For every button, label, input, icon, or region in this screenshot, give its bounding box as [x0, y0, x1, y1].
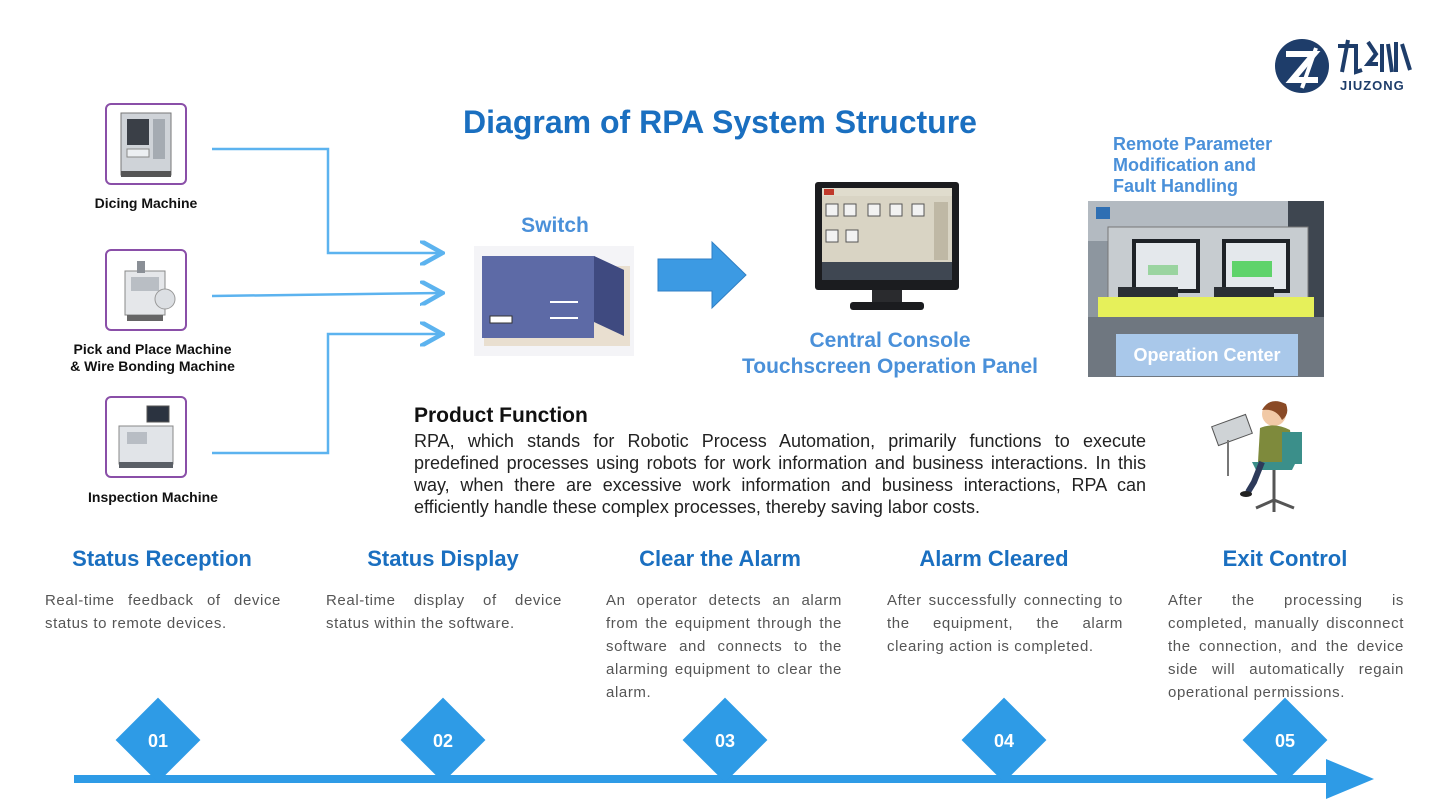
- pick-place-machine-icon: [124, 261, 176, 321]
- switch-to-console-arrow: [657, 240, 747, 310]
- dicing-machine-image: [105, 103, 187, 185]
- remote-label-line-3: Fault Handling: [1113, 176, 1238, 196]
- step-01-number: 01: [147, 731, 169, 751]
- operator-illustration: [1208, 396, 1318, 522]
- connector-lines: [211, 147, 747, 455]
- switch-label: Switch: [521, 214, 589, 237]
- step-04-title: Alarm Cleared: [919, 546, 1069, 571]
- operation-center-photo: [1088, 201, 1324, 377]
- dicing-machine-icon: [120, 112, 172, 177]
- connector-dicing: [212, 147, 440, 253]
- step-01-title: Status Reception: [72, 546, 252, 571]
- step-04-desc: After successfully connecting to the equ…: [887, 592, 1123, 655]
- inspection-machine-image: [105, 396, 187, 478]
- remote-label-line-2: Modification and: [1113, 155, 1256, 175]
- product-function-body: RPA, which stands for Robotic Process Au…: [414, 431, 1146, 517]
- step-02-desc: Real-time display of device status withi…: [326, 592, 562, 632]
- step-02-number: 02: [432, 731, 454, 751]
- inspection-machine-icon: [118, 405, 174, 468]
- logo-text: JIUZONG: [1340, 78, 1405, 93]
- pick-place-label-line-1: Pick and Place Machine: [73, 341, 232, 357]
- remote-label: Remote Parameter Modification and Fault …: [1113, 134, 1333, 197]
- console-label: Central Console Touchscreen Operation Pa…: [700, 328, 1080, 380]
- logo: [1272, 36, 1422, 106]
- step-05-number: 05: [1274, 731, 1296, 751]
- operator-at-desk-icon: [1211, 401, 1302, 512]
- operation-center-label: Operation Center: [1116, 334, 1298, 376]
- connector-inspection: [212, 334, 440, 455]
- pick-place-machine-image: [105, 249, 187, 331]
- console-label-line-2: Touchscreen Operation Panel: [741, 355, 1039, 378]
- step-03-number: 03: [714, 731, 736, 751]
- timeline-arrow: [74, 759, 1374, 799]
- step-02-title: Status Display: [367, 546, 519, 571]
- switch-image: [474, 246, 634, 356]
- remote-label-line-1: Remote Parameter: [1113, 134, 1273, 154]
- monitor-icon: [815, 182, 959, 310]
- dicing-machine-label: Dicing Machine: [94, 195, 198, 211]
- console-monitor-image: [812, 180, 962, 320]
- connector-pick-place: [211, 293, 440, 296]
- page-title: Diagram of RPA System Structure: [463, 104, 977, 140]
- pick-place-machine-label: Pick and Place Machine & Wire Bonding Ma…: [50, 341, 255, 375]
- step-04-number: 04: [993, 731, 1015, 751]
- step-03-title: Clear the Alarm: [639, 546, 801, 571]
- step-03-desc: An operator detects an alarm from the eq…: [606, 592, 842, 701]
- step-01-desc: Real-time feedback of device status to r…: [45, 592, 281, 632]
- network-switch-icon: [482, 256, 630, 346]
- product-function-title: Product Function: [414, 404, 588, 427]
- step-05-desc: After the processing is completed, manua…: [1168, 592, 1404, 701]
- console-label-line-1: Central Console: [809, 329, 971, 352]
- pick-place-label-line-2: & Wire Bonding Machine: [70, 358, 235, 374]
- inspection-machine-label: Inspection Machine: [88, 489, 218, 505]
- step-05-title: Exit Control: [1222, 546, 1348, 571]
- jiuzong-logo-icon: [1275, 39, 1412, 93]
